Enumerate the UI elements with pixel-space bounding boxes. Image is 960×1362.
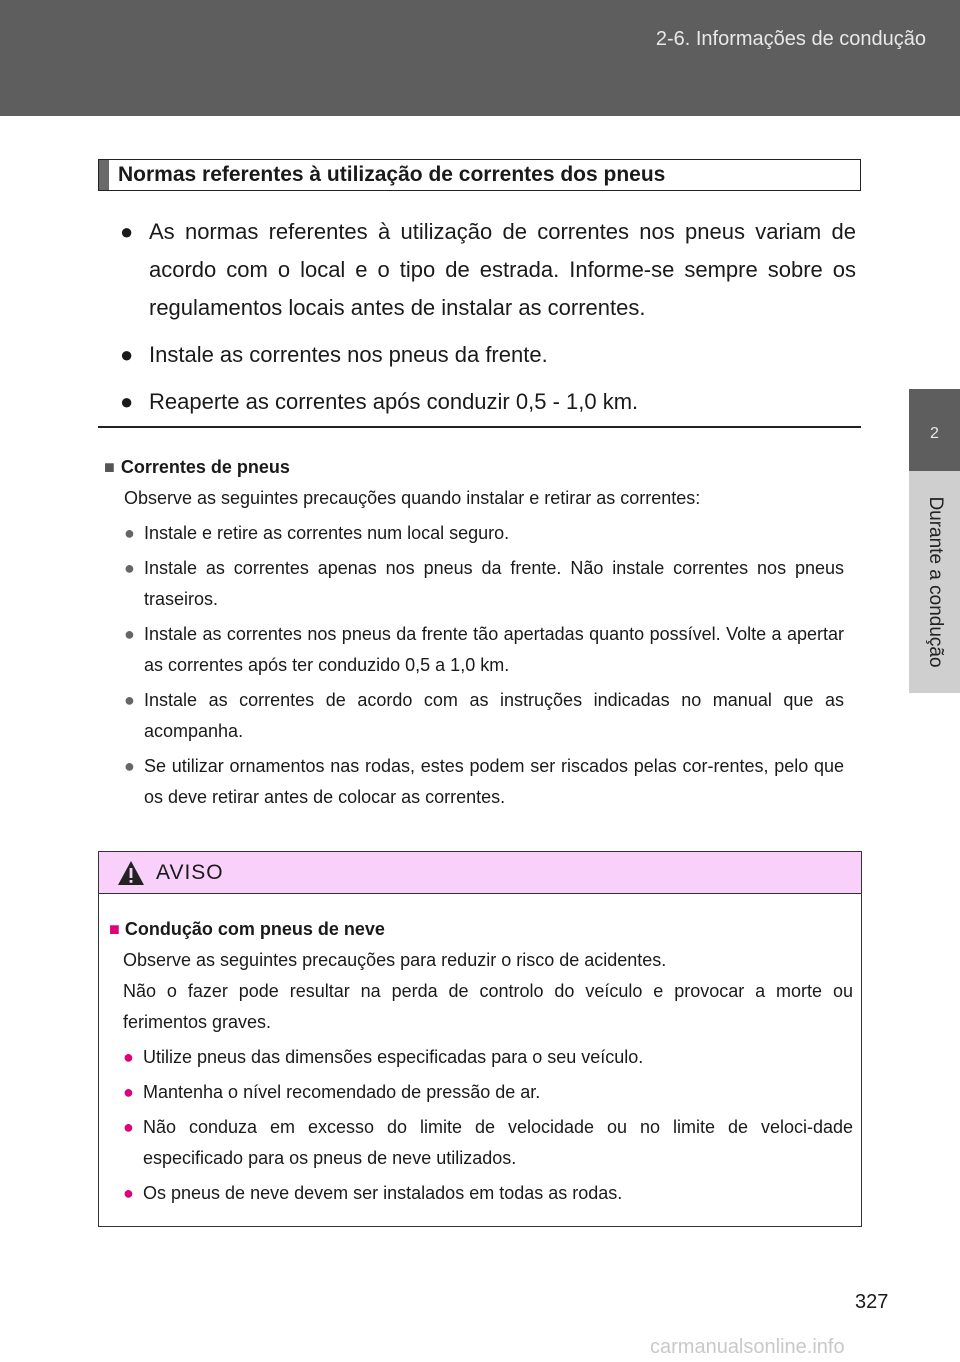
list-item-text: Se utilizar ornamentos nas rodas, estes …	[144, 756, 844, 807]
list-item-text: Instale as correntes apenas nos pneus da…	[144, 558, 844, 609]
list-item: ● Os pneus de neve devem ser instalados …	[123, 1178, 853, 1209]
chapter-tab	[909, 471, 960, 693]
warning-paragraph: Não o fazer pode resultar na perda de co…	[123, 981, 853, 1032]
list-item: ● As normas referentes à utilização de c…	[120, 213, 856, 327]
bullet-icon: ●	[124, 624, 135, 644]
list-item: ● Instale e retire as correntes num loca…	[124, 518, 844, 549]
bullet-icon: ●	[120, 219, 134, 244]
warning-content: ■Condução com pneus de neve Observe as s…	[99, 894, 861, 1209]
list-item: ● Mantenha o nível recomendado de pressã…	[123, 1077, 853, 1108]
list-item-text: Instale e retire as correntes num local …	[144, 523, 510, 543]
rules-box-header: Normas referentes à utilização de corren…	[98, 159, 861, 191]
warning-header: AVISO	[99, 852, 861, 894]
list-item: ● Se utilizar ornamentos nas rodas, este…	[124, 751, 844, 813]
bullet-icon: ●	[120, 342, 134, 367]
bullet-icon: ●	[123, 1082, 134, 1102]
section-title: 2-6. Informações de condução	[655, 28, 926, 50]
warning-box: AVISO ■Condução com pneus de neve Observ…	[98, 851, 862, 1227]
note-heading: ■Correntes de pneus	[104, 452, 844, 483]
bullet-icon: ●	[123, 1047, 134, 1067]
top-header-bar: 2-6. Informações de condução	[0, 0, 960, 116]
list-item-text: Reaperte as correntes após conduzir 0,5 …	[149, 389, 639, 414]
warning-triangle-icon	[118, 861, 144, 885]
note-body: Observe as seguintes precauções quando i…	[104, 483, 844, 813]
list-item: ● Utilize pneus das dimensões especifica…	[123, 1042, 853, 1073]
list-item-text: Utilize pneus das dimensões especificada…	[143, 1047, 644, 1067]
bullet-icon: ●	[120, 389, 134, 414]
list-item-text: Instale as correntes nos pneus da frente…	[149, 342, 548, 367]
warning-body: Observe as seguintes precauções para red…	[109, 945, 853, 1209]
bullet-icon: ●	[124, 558, 135, 578]
note-title: Correntes de pneus	[120, 457, 290, 477]
list-item: ● Instale as correntes nos pneus da fren…	[124, 619, 844, 681]
list-item: ● Reaperte as correntes após conduzir 0,…	[120, 383, 856, 421]
bullet-icon: ●	[123, 1117, 134, 1137]
rules-box-title: Normas referentes à utilização de corren…	[118, 163, 666, 186]
square-bullet-icon: ■	[104, 457, 115, 477]
chapter-label: Durante a condução	[925, 496, 946, 668]
bullet-icon: ●	[124, 523, 135, 543]
bullet-icon: ●	[124, 690, 135, 710]
warning-heading: AVISO	[156, 861, 224, 884]
warning-subheading: ■Condução com pneus de neve	[109, 914, 853, 945]
section-divider	[98, 426, 861, 428]
list-item-text: Não conduza em excesso do limite de velo…	[143, 1117, 853, 1168]
list-item: ● Instale as correntes de acordo com as …	[124, 685, 844, 747]
warning-title: Condução com pneus de neve	[124, 919, 385, 939]
list-item-text: Os pneus de neve devem ser instalados em…	[143, 1183, 623, 1203]
bullet-icon: ●	[124, 756, 135, 776]
note-section: ■Correntes de pneus Observe as seguintes…	[104, 452, 844, 813]
bullet-icon: ●	[123, 1183, 134, 1203]
chapter-number-tab: 2	[909, 389, 960, 471]
list-item: ● Instale as correntes nos pneus da fren…	[120, 336, 856, 374]
note-intro: Observe as seguintes precauções quando i…	[124, 488, 701, 508]
page-number: 327	[855, 1291, 889, 1313]
rules-list: ● As normas referentes à utilização de c…	[120, 213, 856, 430]
list-item-text: As normas referentes à utilização de cor…	[149, 219, 856, 320]
list-item-text: Mantenha o nível recomendado de pressão …	[143, 1082, 541, 1102]
watermark: carmanualsonline.info	[650, 1336, 845, 1358]
square-bullet-icon: ■	[109, 919, 120, 939]
list-item-text: Instale as correntes nos pneus da frente…	[144, 624, 844, 675]
list-item: ● Instale as correntes apenas nos pneus …	[124, 553, 844, 615]
warning-paragraph: Observe as seguintes precauções para red…	[123, 950, 667, 970]
header-marker-bar	[99, 160, 109, 190]
list-item: ● Não conduza em excesso do limite de ve…	[123, 1112, 853, 1174]
list-item-text: Instale as correntes de acordo com as in…	[144, 690, 844, 741]
